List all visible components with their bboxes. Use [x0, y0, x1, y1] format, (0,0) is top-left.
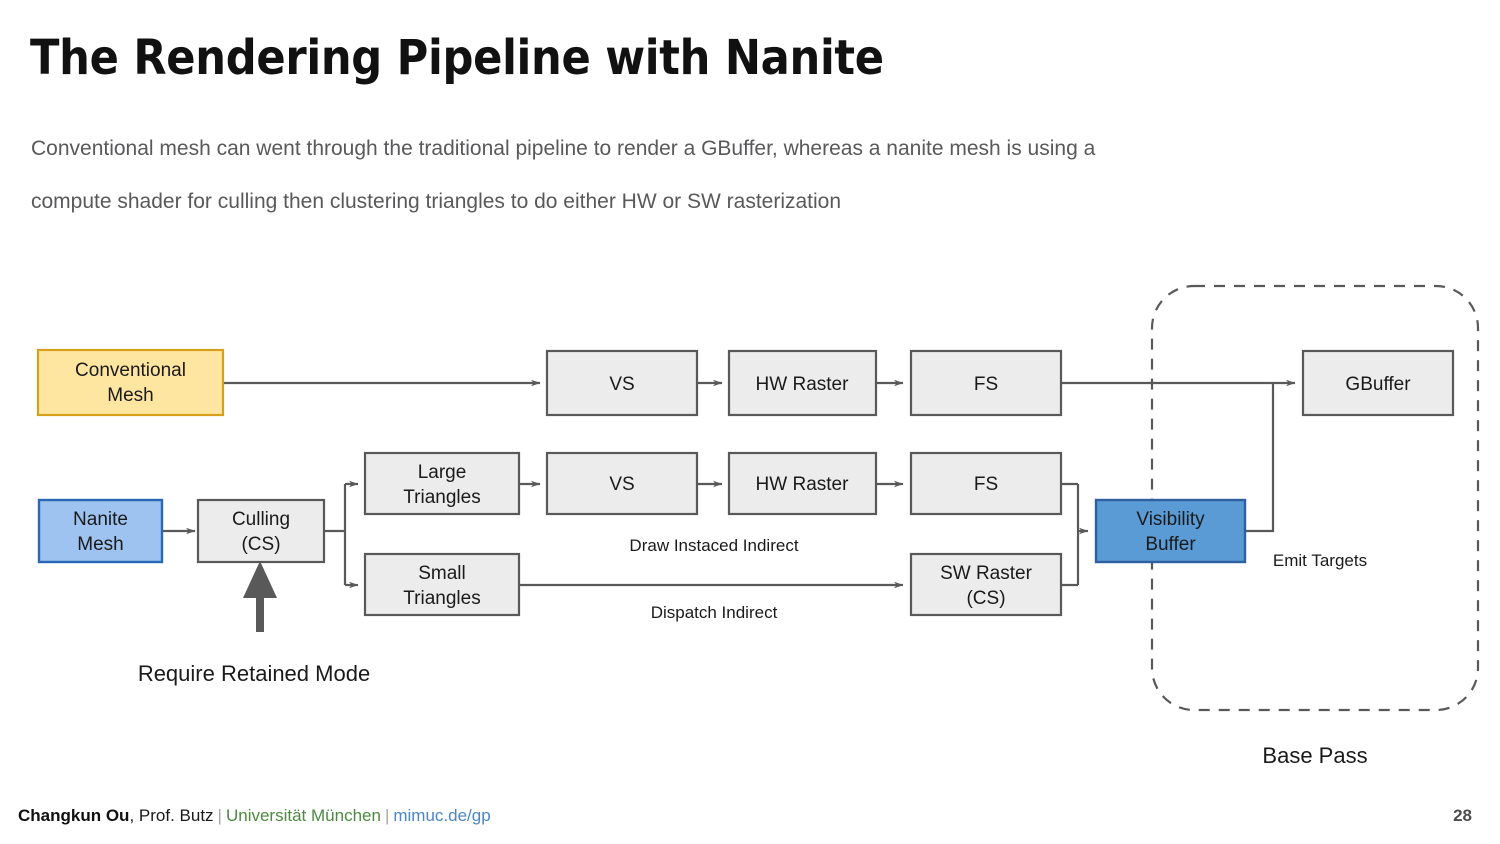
node-nanite-mesh-label-line1: Nanite [73, 509, 128, 530]
node-small-triangles-label-line2: Triangles [403, 588, 480, 609]
node-small-triangles[interactable]: Small Triangles [363, 552, 521, 617]
page-title: The Rendering Pipeline with Nanite [30, 30, 884, 86]
node-visibility-buffer[interactable]: Visibility Buffer [1094, 498, 1247, 564]
node-large-triangles-label-line2: Triangles [403, 487, 480, 508]
node-fs-top-label: FS [974, 374, 998, 395]
footer-separator-2: | [384, 806, 390, 825]
page-number: 28 [1453, 806, 1472, 825]
node-large-triangles[interactable]: Large Triangles [363, 451, 521, 516]
node-visibility-buffer-label-line1: Visibility [1136, 509, 1205, 530]
node-vs-mid[interactable]: VS [545, 451, 699, 516]
node-vs-top-label: VS [609, 374, 634, 395]
node-nanite-mesh[interactable]: Nanite Mesh [37, 498, 164, 564]
node-sw-raster-label-line2: (CS) [966, 588, 1005, 609]
node-gbuffer-label: GBuffer [1345, 374, 1411, 395]
annotation-emit-targets: Emit Targets [1273, 551, 1367, 570]
node-conventional-mesh-label-line1: Conventional [75, 360, 186, 381]
node-vs-mid-label: VS [609, 474, 634, 495]
node-fs-top[interactable]: FS [909, 349, 1063, 417]
connector-visibility-to-gbuffer [1245, 383, 1275, 533]
pipeline-diagram: Conventional Mesh Nanite Mesh Culling (C… [36, 284, 1480, 768]
subtitle-line-2: compute shader for culling then clusteri… [31, 190, 842, 213]
node-large-triangles-label-line1: Large [418, 462, 467, 483]
annotation-require-retained-mode: Require Retained Mode [138, 661, 370, 686]
annotation-draw-instanced-indirect: Draw Instaced Indirect [629, 536, 798, 555]
node-nanite-mesh-label-line2: Mesh [77, 534, 123, 555]
footer-link[interactable]: mimuc.de/gp [393, 806, 491, 825]
base-pass-region [1150, 284, 1480, 712]
subtitle-line-1: Conventional mesh can went through the t… [31, 137, 1096, 160]
node-hw-raster-top-label: HW Raster [756, 374, 850, 395]
node-gbuffer[interactable]: GBuffer [1301, 349, 1455, 417]
footer-university: Universität München [225, 806, 381, 825]
footer-coauthor: , Prof. Butz [129, 806, 214, 825]
footer: Changkun Ou, Prof. Butz|Universität Münc… [18, 806, 491, 826]
node-small-triangles-label-line1: Small [418, 563, 466, 584]
footer-author: Changkun Ou [18, 806, 130, 825]
node-fs-mid-label: FS [974, 474, 998, 495]
node-hw-raster-mid[interactable]: HW Raster [727, 451, 878, 516]
node-hw-raster-mid-label: HW Raster [756, 474, 850, 495]
node-hw-raster-top[interactable]: HW Raster [727, 349, 878, 417]
node-sw-raster[interactable]: SW Raster (CS) [909, 552, 1063, 617]
node-sw-raster-label-line1: SW Raster [940, 563, 1033, 584]
footer-separator-1: | [217, 806, 222, 825]
node-culling-label-line2: (CS) [241, 534, 280, 555]
node-culling[interactable]: Culling (CS) [196, 498, 326, 564]
require-retained-mode-arrow [243, 561, 277, 632]
page-subtitle: Conventional mesh can went through the t… [31, 122, 1431, 228]
connector-group [162, 379, 1296, 589]
node-conventional-mesh-label-line2: Mesh [107, 385, 153, 406]
node-visibility-buffer-label-line2: Buffer [1145, 534, 1196, 555]
node-vs-top[interactable]: VS [545, 349, 699, 417]
node-culling-label-line1: Culling [232, 509, 290, 530]
node-conventional-mesh[interactable]: Conventional Mesh [36, 348, 225, 417]
node-fs-mid[interactable]: FS [909, 451, 1063, 516]
annotation-dispatch-indirect: Dispatch Indirect [651, 603, 778, 622]
annotation-base-pass: Base Pass [1262, 743, 1367, 768]
